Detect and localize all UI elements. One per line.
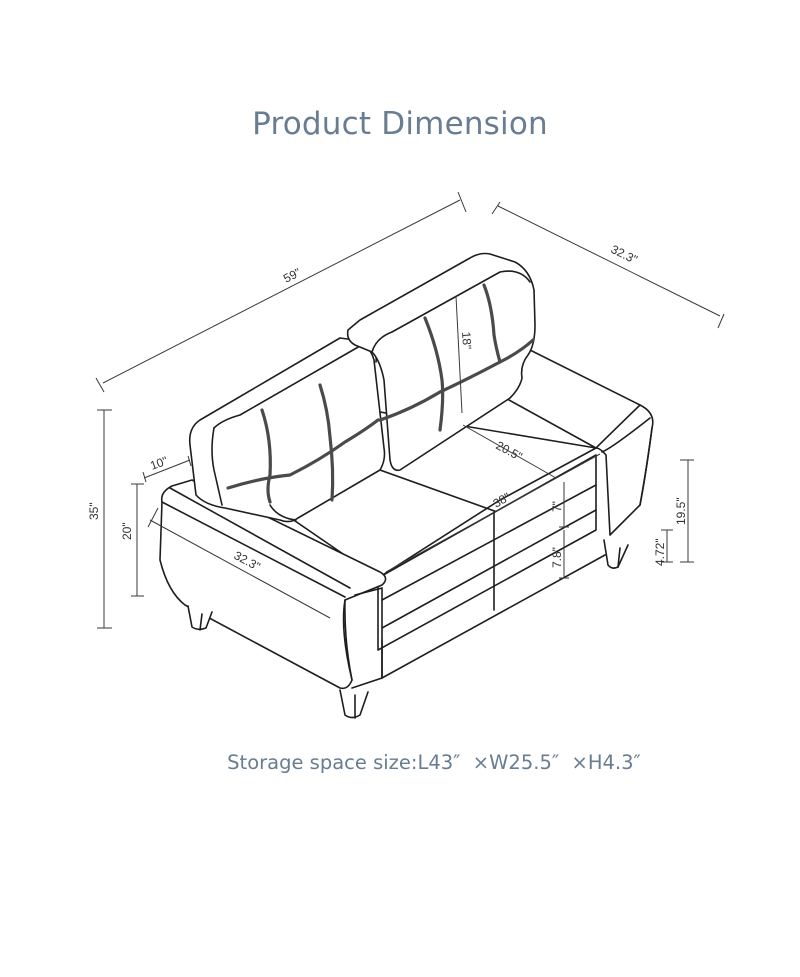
sofa-line-art [159,252,654,719]
dim-arm-height: 20" [120,522,134,540]
leg-left-back [187,605,213,631]
leg-right-back [603,539,629,569]
dim-overall-height: 35" [87,502,101,520]
page-title: Product Dimension [252,106,548,142]
dim-seat-cushion-thickness: 7" [550,501,564,512]
storage-size-caption: Storage space size:L43″ ×W25.5″ ×H4.3″ [227,751,641,774]
dim-back-cushion-height: 18" [459,331,474,350]
dim-leg-height: 4.72" [653,538,667,566]
dim-seat-height: 19.5" [674,497,688,525]
dimension-annotations: 59" 32.3" 35" 20" 10" 32.3" 18" 20.5" [87,191,725,629]
leg-left-front [339,689,369,719]
dim-storage-drawer-height: 7.8" [550,547,564,568]
dim-arm-width: 10" [148,454,169,473]
back-cushion-left [188,337,386,523]
